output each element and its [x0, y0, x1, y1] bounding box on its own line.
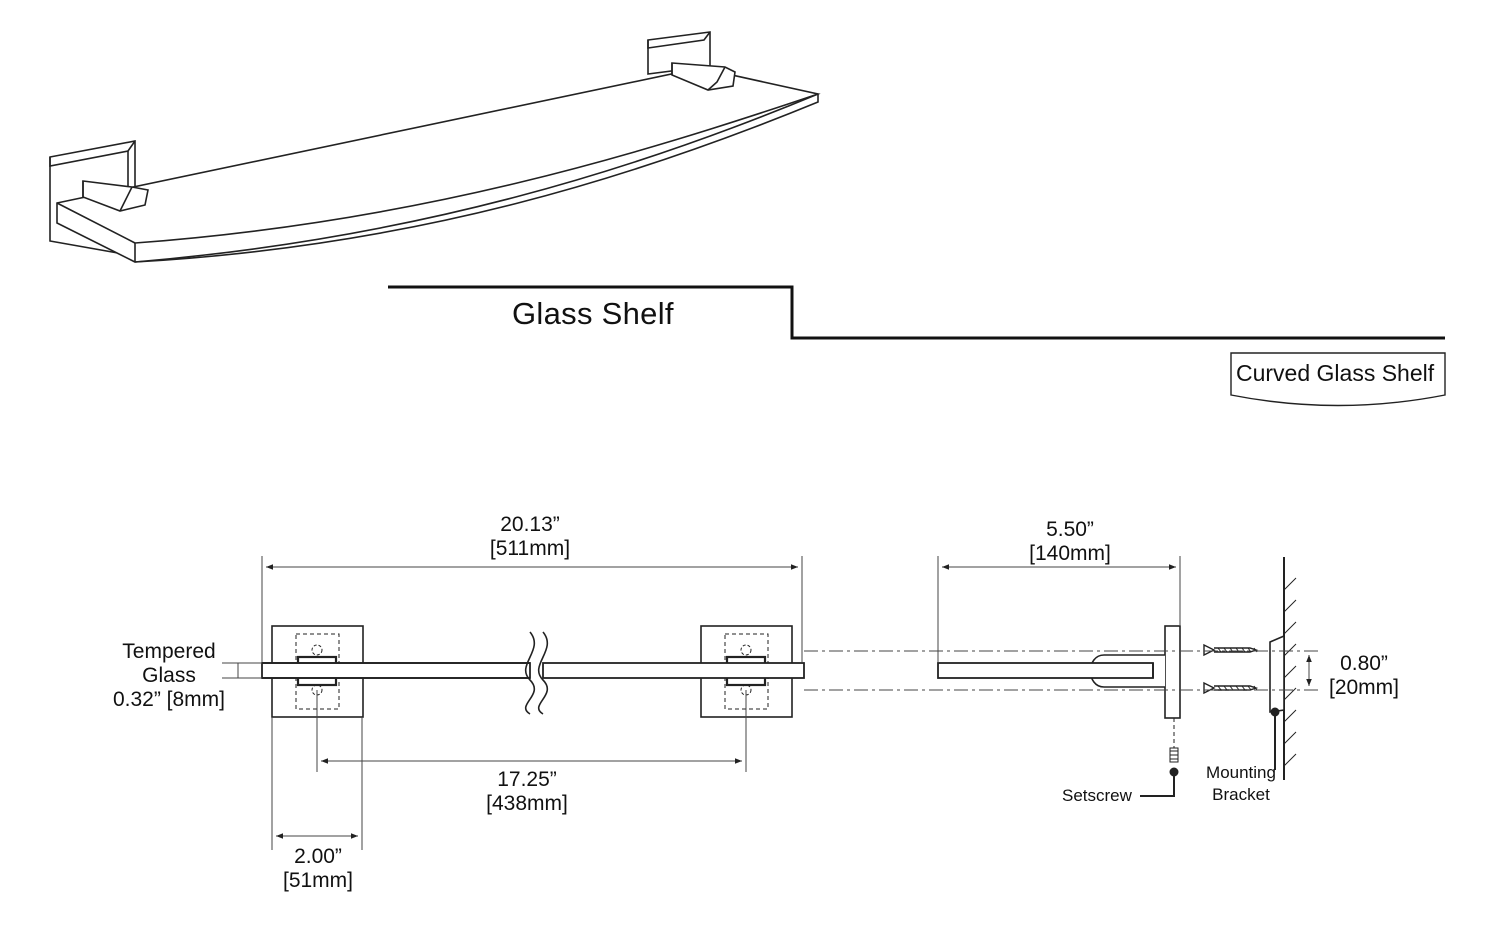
bracket-width-dimension: 2.00” [51mm]	[258, 845, 378, 893]
mounting-bracket-line1: Mounting	[1206, 763, 1276, 782]
mounting-bracket-line2: Bracket	[1212, 785, 1270, 804]
bracket-spacing-imperial: 17.25”	[497, 768, 557, 791]
mounting-bracket-callout: Mounting Bracket	[1198, 762, 1284, 806]
bracket-width-metric: [51mm]	[282, 869, 353, 892]
product-title: Glass Shelf	[512, 296, 674, 331]
overall-length-dimension: 20.13” [511mm]	[470, 513, 590, 561]
mount-height-metric: [20mm]	[1328, 676, 1399, 699]
side-dimension-lines	[804, 556, 1320, 691]
glass-label-line2: Glass	[142, 664, 196, 687]
bracket-spacing-dimension: 17.25” [438mm]	[467, 768, 587, 816]
mount-height-imperial: 0.80”	[1340, 652, 1388, 675]
projection-metric: [140mm]	[1029, 542, 1111, 565]
projection-imperial: 5.50”	[1046, 518, 1094, 541]
front-dimension-lines	[222, 556, 803, 850]
bracket-width-imperial: 2.00”	[294, 845, 342, 868]
projection-dimension: 5.50” [140mm]	[1000, 518, 1140, 566]
side-elevation	[937, 557, 1297, 797]
badge-frame	[1230, 352, 1446, 407]
glass-thickness-label: Tempered Glass 0.32” [8mm]	[100, 640, 238, 712]
glass-label-line3: 0.32” [8mm]	[112, 688, 226, 711]
shelf-isometric-illustration	[49, 31, 821, 263]
glass-label-line1: Tempered	[122, 640, 216, 663]
setscrew-callout: Setscrew	[1062, 786, 1132, 805]
mount-height-dimension: 0.80” [20mm]	[1316, 652, 1412, 700]
title-rule	[388, 285, 1445, 340]
overall-length-imperial: 20.13”	[500, 513, 560, 536]
overall-length-metric: [511mm]	[489, 537, 571, 560]
bracket-spacing-metric: [438mm]	[486, 792, 568, 815]
front-elevation	[261, 625, 805, 718]
product-badge-label: Curved Glass Shelf	[1236, 360, 1435, 386]
